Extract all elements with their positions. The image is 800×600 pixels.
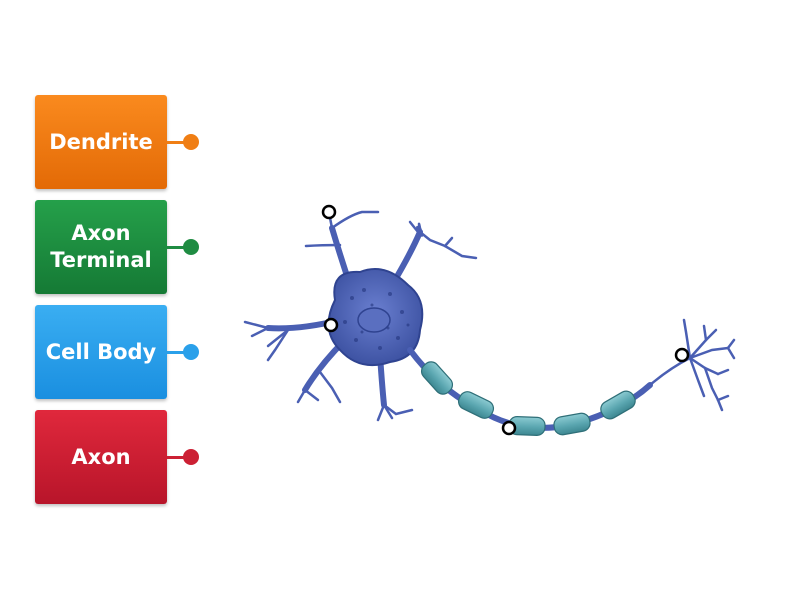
myelin-sheaths [420, 361, 636, 436]
connector-handle-cell-body[interactable] [183, 344, 199, 360]
drop-targets [321, 204, 690, 436]
connector-handle-dendrite[interactable] [183, 134, 199, 150]
label-tile-axon-terminal[interactable]: Axon Terminal [35, 200, 167, 294]
connector-line-cell-body [167, 351, 189, 354]
label-tile-cell-body[interactable]: Cell Body [35, 305, 167, 399]
drop-target-3[interactable] [501, 420, 517, 436]
connector-line-axon-terminal [167, 246, 189, 249]
drop-target-1[interactable] [321, 204, 337, 220]
label-tile-axon[interactable]: Axon [35, 410, 167, 504]
connector-handle-axon[interactable] [183, 449, 199, 465]
cell-body [327, 268, 424, 366]
nucleus [357, 307, 391, 333]
connector-handle-axon-terminal[interactable] [183, 239, 199, 255]
label-tile-dendrite[interactable]: Dendrite [35, 95, 167, 189]
label-text-dendrite: Dendrite [49, 129, 153, 154]
label-text-cell-body: Cell Body [45, 339, 157, 364]
connector-line-axon [167, 456, 189, 459]
label-text-axon: Axon [71, 444, 131, 469]
drop-target-4[interactable] [674, 347, 690, 363]
label-text-axon-terminal: Axon Terminal [50, 221, 152, 272]
drop-target-2[interactable] [323, 317, 339, 333]
axon-terminal-branches [648, 318, 736, 412]
connector-line-dendrite [167, 141, 189, 144]
